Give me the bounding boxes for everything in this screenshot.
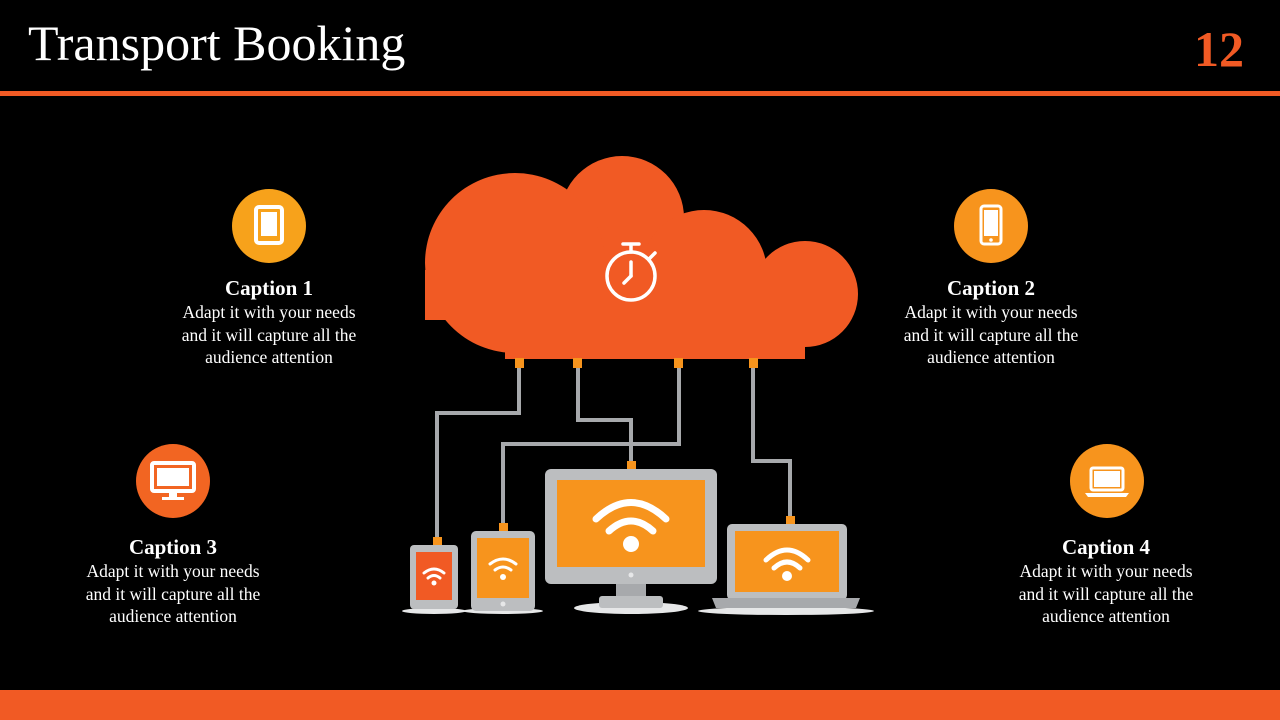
caption-3: Caption 3 Adapt it with your needs and i… [58, 534, 288, 628]
laptop-icon [1070, 444, 1144, 518]
stopwatch-icon [605, 242, 657, 302]
caption-text-line: and it will capture all the [903, 324, 1079, 345]
caption-2: Caption 2 Adapt it with your needs and i… [876, 275, 1106, 369]
caption-text-line: and it will capture all the [85, 583, 261, 604]
caption-4: Caption 4 Adapt it with your needs and i… [991, 534, 1221, 628]
slide-number: 12 [1194, 21, 1244, 77]
desktop-monitor-device [545, 469, 717, 614]
caption-text-line: audience attention [927, 347, 1055, 367]
phone-device [402, 545, 466, 614]
footer-bar [0, 690, 1280, 720]
caption-text-line: Adapt it with your needs [86, 561, 260, 581]
connector-cables [435, 366, 792, 540]
caption-title: Caption 2 [946, 276, 1036, 300]
caption-text-line: audience attention [109, 606, 237, 626]
connector-plugs [433, 358, 795, 545]
tablet-device [463, 531, 543, 614]
caption-text-line: Adapt it with your needs [904, 302, 1078, 322]
page-title: Transport Booking [28, 15, 406, 71]
caption-text-line: audience attention [1042, 606, 1170, 626]
smartphone-icon [954, 189, 1028, 263]
caption-text-line: audience attention [205, 347, 333, 367]
caption-text-line: and it will capture all the [1018, 583, 1194, 604]
caption-title: Caption 4 [1061, 535, 1151, 559]
caption-text-line: Adapt it with your needs [182, 302, 356, 322]
caption-text-line: Adapt it with your needs [1019, 561, 1193, 581]
monitor-icon [136, 444, 210, 518]
tablet-icon [232, 189, 306, 263]
caption-title: Caption 1 [224, 276, 314, 300]
header-rule [0, 91, 1280, 96]
caption-title: Caption 3 [128, 535, 218, 559]
cloud-shape [425, 156, 858, 359]
caption-text-line: and it will capture all the [181, 324, 357, 345]
caption-1: Caption 1 Adapt it with your needs and i… [154, 275, 384, 369]
laptop-device [698, 524, 874, 615]
